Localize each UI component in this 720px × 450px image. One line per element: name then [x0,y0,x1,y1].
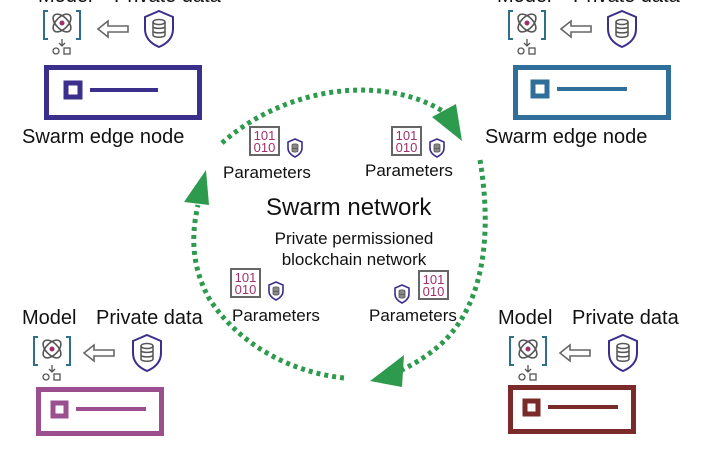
arrow-left-icon [558,343,591,363]
parameters-label: Parameters [223,163,311,182]
model-label: Model [498,307,553,329]
private-data-label: Private data [572,307,679,329]
edge-node-top-right: Model Private data Swarm edge node [483,0,703,155]
flow-arrowhead-left [184,170,209,205]
shield-database-icon [287,138,303,158]
shield-database-icon [394,284,410,304]
network-subtitle: Private permissioned blockchain network [256,228,452,270]
binary-parameters-icon: 101 010 [230,268,261,298]
edge-node-bottom-left: Model Private data [20,307,230,447]
shield-database-icon [607,9,637,49]
model-label: Model [497,0,551,8]
arrow-left-icon [559,19,592,39]
edge-node-top-left: Model Private data Swarm edge node [20,0,230,155]
server-icon [513,65,671,120]
model-label: Model [22,307,77,329]
flow-arrowhead-top-right [432,104,462,141]
private-data-label: Private data [573,0,680,8]
server-icon [44,65,202,120]
parameters-block: 101 010 Parameters [362,126,472,186]
server-icon [508,385,636,434]
parameters-block: 101 010 Parameters [368,270,478,330]
shield-database-icon [132,333,162,373]
private-data-label: Private data [114,0,221,8]
subtitle-line-2: blockchain network [281,250,427,269]
binary-parameters-icon: 101 010 [391,126,422,156]
arrow-left-icon [96,19,129,39]
private-data-label: Private data [96,307,203,329]
parameters-block: 101 010 Parameters [230,268,340,328]
edge-node-bottom-right: Model Private data [496,307,706,447]
model-icon [508,10,546,55]
binary-parameters-icon: 101 010 [418,270,449,300]
shield-database-icon [144,9,174,49]
node-caption: Swarm edge node [22,126,185,148]
flow-arrowhead-bottom [370,355,404,387]
parameters-block: 101 010 Parameters [220,126,330,186]
model-icon [33,336,71,381]
node-caption: Swarm edge node [485,126,648,148]
model-label: Model [38,0,92,8]
subtitle-line-1: Private permissioned [274,229,434,248]
swarm-network-title: Swarm network [266,194,432,221]
arrow-left-icon [82,343,115,363]
shield-database-icon [268,281,284,301]
shield-database-icon [608,333,638,373]
parameters-label: Parameters [365,161,453,180]
server-icon [36,387,164,436]
shield-database-icon [429,138,445,158]
model-icon [509,336,547,381]
parameters-label: Parameters [369,306,457,325]
binary-parameters-icon: 101 010 [249,126,280,156]
flow-arc-right [396,159,488,375]
parameters-label: Parameters [232,306,320,325]
flow-arc-bottom-left [191,204,345,381]
model-icon [43,10,81,55]
